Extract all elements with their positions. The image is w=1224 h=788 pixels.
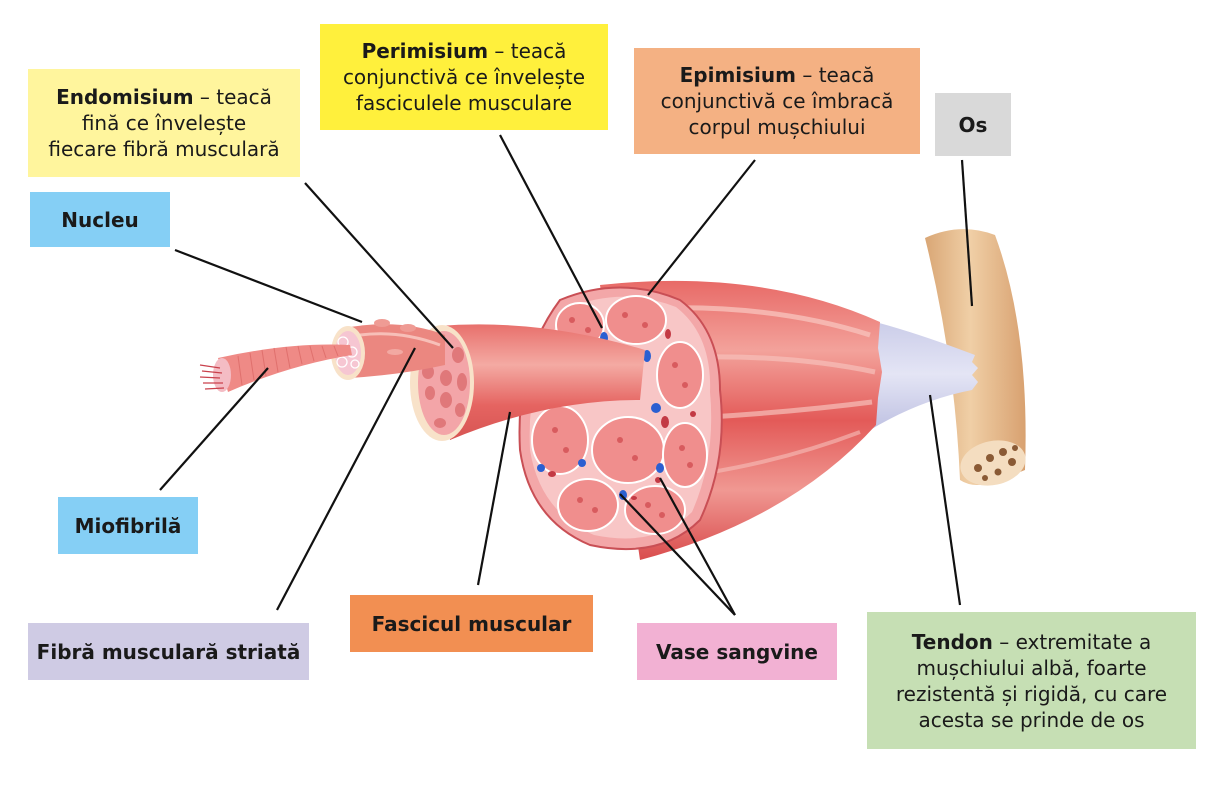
label-blood-vessels: Vase sangvine [637, 623, 837, 680]
leader-bone [960, 159, 974, 307]
leader-endomysium [304, 182, 454, 349]
leader-perimysium [499, 134, 603, 329]
label-endomysium: Endomisium – teacă fină ce învelește fie… [28, 69, 300, 177]
label-nucleus: Nucleu [30, 192, 170, 247]
epimysium-term: Epimisium [679, 63, 796, 87]
label-myofibril: Miofibrilă [58, 497, 198, 554]
label-bone: Os [935, 93, 1011, 156]
leader-striated-fiber [276, 347, 416, 611]
label-perimysium: Perimisium – teacă conjunctivă ce învele… [320, 24, 608, 130]
tendon-term: Tendon [911, 629, 993, 654]
label-striated-fiber: Fibră musculară striată [28, 623, 309, 680]
leader-nucleus [174, 248, 363, 324]
leader-vessel-a [619, 493, 736, 616]
label-fascicle: Fascicul muscular [350, 595, 593, 652]
label-tendon: Tendon – extremitate a mușchiului albă, … [867, 612, 1196, 749]
endomysium-term: Endomisium [56, 85, 194, 109]
muscle-fiber-shape [331, 319, 445, 380]
leader-myofibril [159, 367, 269, 491]
bone-shape [925, 229, 1026, 486]
leader-fascicle [476, 411, 512, 586]
myofibril-shape [199, 344, 352, 392]
leader-tendon [928, 394, 962, 606]
tendon-shape [860, 318, 978, 430]
leader-vessel-b [659, 477, 736, 616]
leader-epimysium [647, 159, 756, 296]
muscle-cross-section [518, 286, 723, 551]
label-epimysium: Epimisium – teacă conjunctivă ce îmbracă… [634, 48, 920, 154]
perimysium-term: Perimisium [361, 39, 489, 63]
leader-lines [159, 134, 974, 616]
